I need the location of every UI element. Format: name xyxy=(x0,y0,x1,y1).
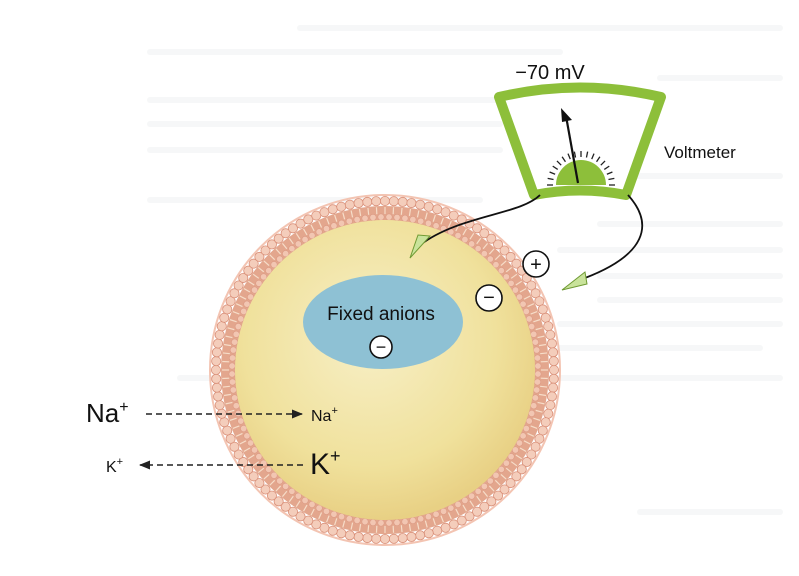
voltmeter-frame xyxy=(494,82,666,200)
intracellular-electrode-wire xyxy=(419,194,541,246)
inner-membrane-negative-charge-symbol: − xyxy=(483,287,495,309)
extracellular-electrode-wire xyxy=(584,194,644,279)
na-outside-label: Na+ xyxy=(86,398,129,428)
electrode-leads xyxy=(419,194,644,279)
outer-positive-charge-symbol: + xyxy=(530,254,542,276)
extracellular-electrode-tip xyxy=(561,271,588,291)
cell xyxy=(209,194,561,546)
voltmeter-label: Voltmeter xyxy=(664,143,736,162)
cytoplasm xyxy=(235,220,535,520)
membrane-charges: + − xyxy=(475,250,550,312)
ion-movements: Na+ Na+ K+ K+ xyxy=(86,398,341,481)
inner-negative-charge-symbol: − xyxy=(376,337,387,357)
voltmeter: −70 mV Voltmeter xyxy=(494,62,736,200)
na-inside-label: Na+ xyxy=(311,405,338,425)
inner-membrane-negative-charge-icon xyxy=(475,284,503,312)
inner-negative-charge-icon xyxy=(369,335,393,359)
voltmeter-needle-tip xyxy=(561,108,572,122)
membrane-outer-edge xyxy=(209,194,561,546)
fixed-anions-blob xyxy=(303,275,463,369)
fixed-anions-label: Fixed anions xyxy=(327,304,435,325)
voltmeter-dial-ticks xyxy=(547,151,615,186)
voltmeter-reading: −70 mV xyxy=(515,62,585,84)
membrane-lipid-tails xyxy=(222,207,548,533)
fixed-anions-group: Fixed anions − xyxy=(303,275,463,369)
membrane-inner-heads xyxy=(228,213,542,527)
voltmeter-gauge-base xyxy=(556,160,606,185)
voltmeter-needle xyxy=(564,115,580,184)
k-inside-label: K+ xyxy=(310,446,341,481)
outer-positive-charge-icon xyxy=(522,250,550,278)
k-outside-label: K+ xyxy=(106,456,123,476)
intracellular-electrode-tip xyxy=(409,234,432,259)
membrane-phospholipid-heads xyxy=(210,195,560,545)
